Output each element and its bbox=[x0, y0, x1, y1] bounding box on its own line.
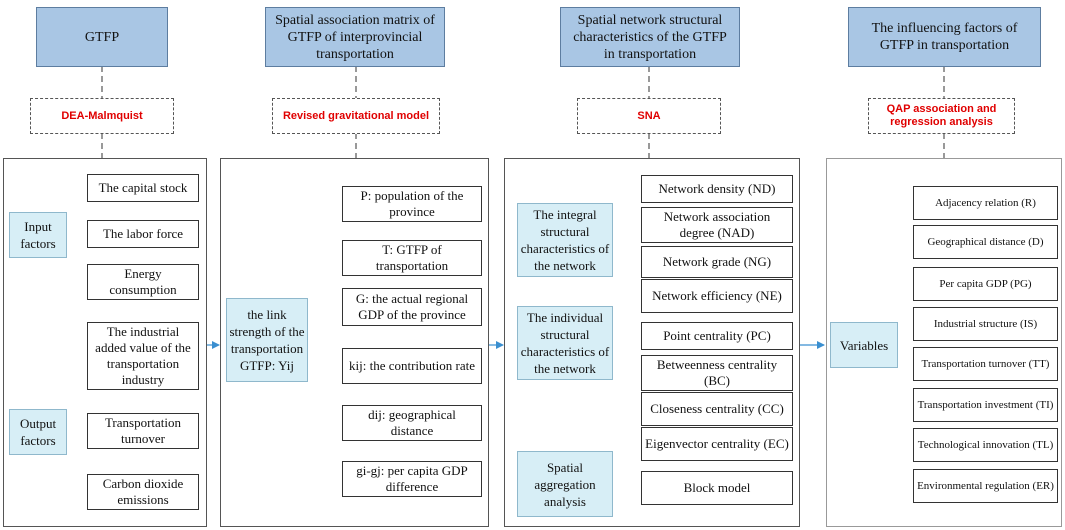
network-efficiency-box: Network efficiency (NE) bbox=[641, 279, 793, 313]
closeness-centrality-box: Closeness centrality (CC) bbox=[641, 392, 793, 426]
per-capita-gdp-box: Per capita GDP (PG) bbox=[913, 267, 1058, 301]
network-association-degree-box: Network association degree (NAD) bbox=[641, 207, 793, 243]
industrial-added-value-box: The industrial added value of the transp… bbox=[87, 322, 199, 390]
per-capita-gdp-difference-box: gi-gj: per capita GDP difference bbox=[342, 461, 482, 497]
network-density-box: Network density (ND) bbox=[641, 175, 793, 203]
header-gtfp: GTFP bbox=[36, 7, 168, 67]
geographical-distance-variable-box: Geographical distance (D) bbox=[913, 225, 1058, 259]
transportation-turnover-box: Transportation turnover bbox=[87, 413, 199, 449]
environmental-regulation-box: Environmental regulation (ER) bbox=[913, 469, 1058, 503]
network-grade-box: Network grade (NG) bbox=[641, 246, 793, 278]
output-factors-label: Output factors bbox=[9, 409, 67, 455]
labor-force-box: The labor force bbox=[87, 220, 199, 248]
geographical-distance-box: dij: geographical distance bbox=[342, 405, 482, 441]
adjacency-relation-box: Adjacency relation (R) bbox=[913, 186, 1058, 220]
method-sna: SNA bbox=[577, 98, 721, 134]
integral-structure-label: The integral structural characteristics … bbox=[517, 203, 613, 277]
contribution-rate-box: kij: the contribution rate bbox=[342, 348, 482, 384]
method-revised-gravitational-model: Revised gravitational model bbox=[272, 98, 440, 134]
point-centrality-box: Point centrality (PC) bbox=[641, 322, 793, 350]
header-spatial-network-characteristics: Spatial network structural characteristi… bbox=[560, 7, 740, 67]
method-dea-malmquist: DEA-Malmquist bbox=[30, 98, 174, 134]
variables-label: Variables bbox=[830, 322, 898, 368]
eigenvector-centrality-box: Eigenvector centrality (EC) bbox=[641, 427, 793, 461]
carbon-dioxide-emissions-box: Carbon dioxide emissions bbox=[87, 474, 199, 510]
transportation-turnover-variable-box: Transportation turnover (TT) bbox=[913, 347, 1058, 381]
betweenness-centrality-box: Betweenness centrality (BC) bbox=[641, 355, 793, 391]
spatial-aggregation-label: Spatial aggregation analysis bbox=[517, 451, 613, 517]
input-factors-label: Input factors bbox=[9, 212, 67, 258]
transportation-investment-box: Transportation investment (TI) bbox=[913, 388, 1058, 422]
population-box: P: population of the province bbox=[342, 186, 482, 222]
gtfp-transportation-box: T: GTFP of transportation bbox=[342, 240, 482, 276]
individual-structure-label: The individual structural characteristic… bbox=[517, 306, 613, 380]
capital-stock-box: The capital stock bbox=[87, 174, 199, 202]
block-model-box: Block model bbox=[641, 471, 793, 505]
method-qap-analysis: QAP association and regression analysis bbox=[868, 98, 1015, 134]
link-strength-label: the link strength of the transportation … bbox=[226, 298, 308, 382]
technological-innovation-box: Technological innovation (TL) bbox=[913, 428, 1058, 462]
header-influencing-factors: The influencing factors of GTFP in trans… bbox=[848, 7, 1041, 67]
energy-consumption-box: Energy consumption bbox=[87, 264, 199, 300]
industrial-structure-box: Industrial structure (IS) bbox=[913, 307, 1058, 341]
header-spatial-association-matrix: Spatial association matrix of GTFP of in… bbox=[265, 7, 445, 67]
regional-gdp-box: G: the actual regional GDP of the provin… bbox=[342, 288, 482, 326]
